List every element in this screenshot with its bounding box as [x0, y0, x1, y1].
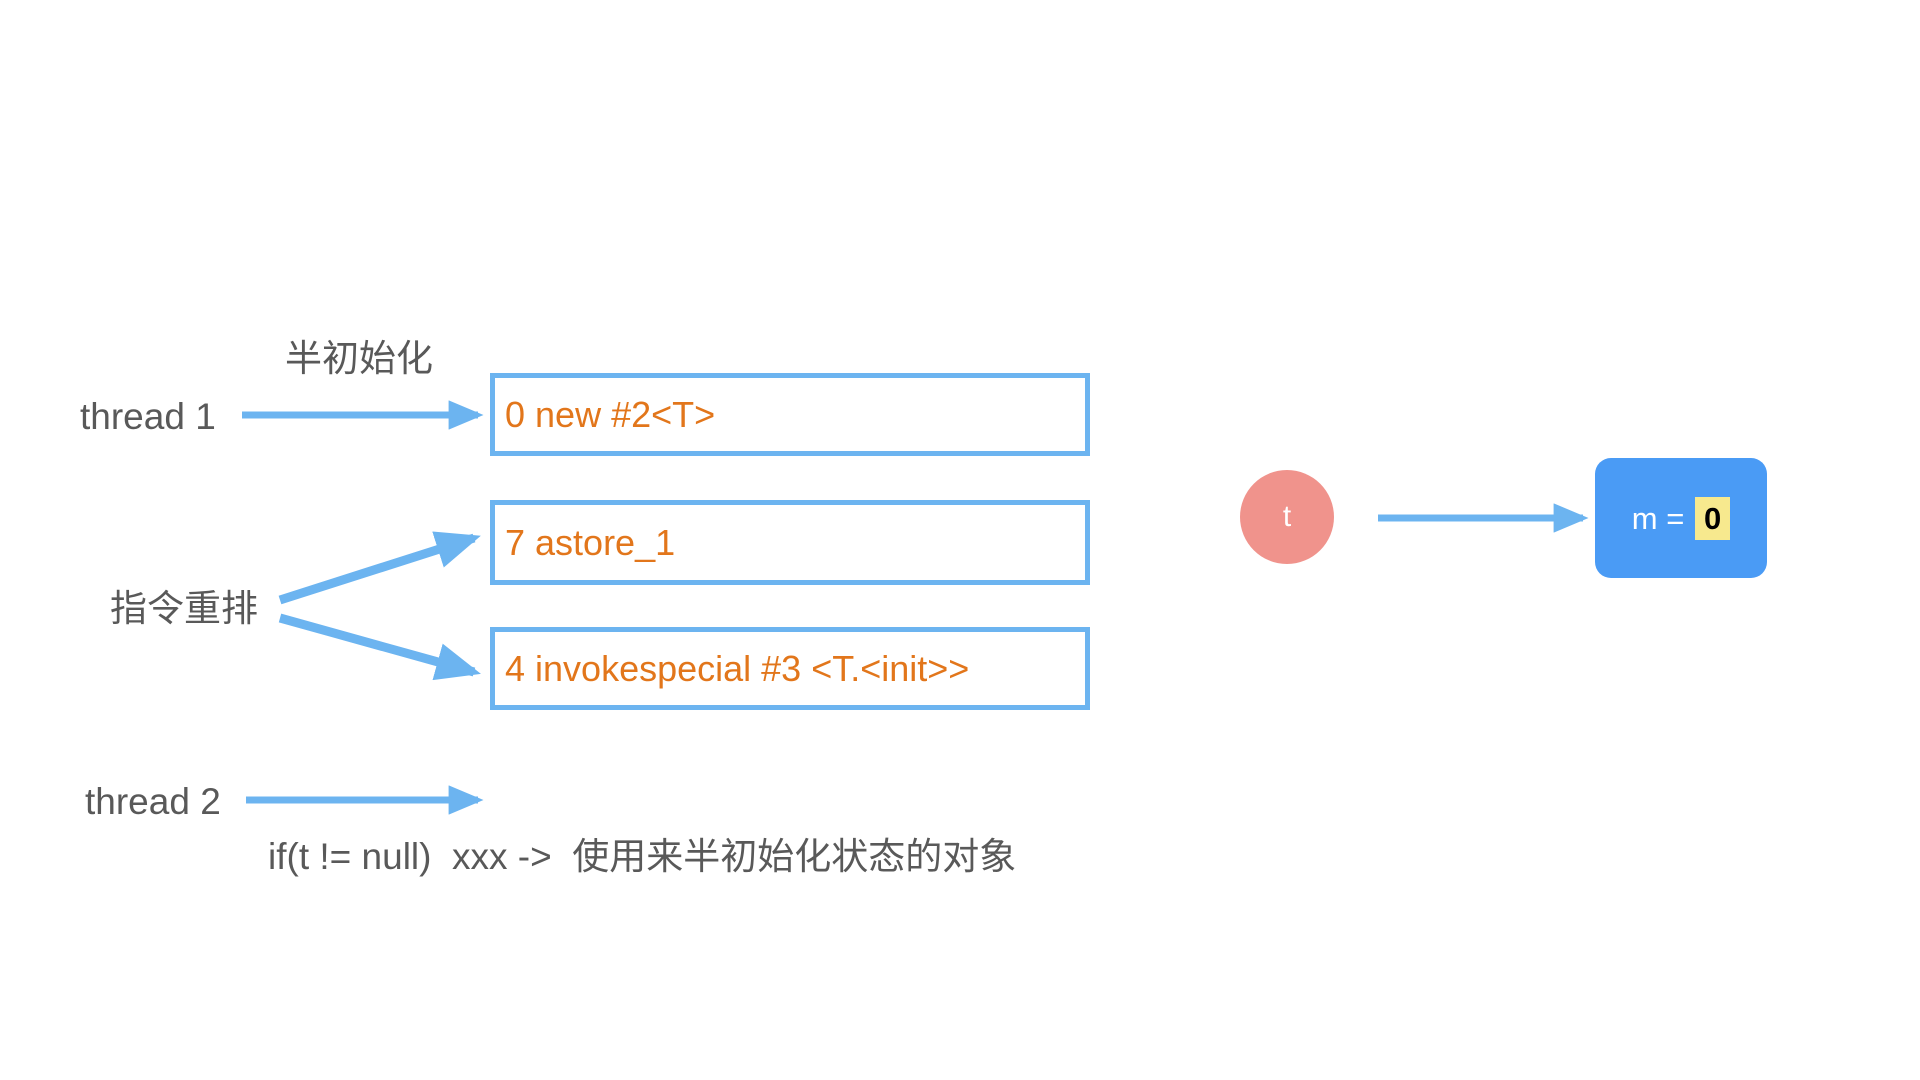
thread-2-label: thread 2	[85, 781, 221, 822]
object-field-value: 0	[1694, 496, 1731, 540]
instruction-box-new[interactable]: 0 new #2<T>	[490, 373, 1090, 456]
half-initialized-note: 半初始化	[285, 338, 433, 379]
object-node[interactable]: m = 0	[1595, 458, 1767, 578]
instruction-box-invokespecial[interactable]: 4 invokespecial #3 <T.<init>>	[490, 627, 1090, 710]
arrow-reorder-to-astore	[278, 531, 481, 605]
instruction-box-astore[interactable]: 7 astore_1	[490, 500, 1090, 585]
object-field-name: m =	[1631, 500, 1693, 536]
instruction-text-new: 0 new #2<T>	[505, 393, 716, 435]
object-field: m = 0	[1631, 496, 1731, 540]
reference-node-t[interactable]: t	[1240, 470, 1334, 564]
arrow-reorder-to-invokespecial	[278, 613, 481, 681]
bottom-usage-note: if(t != null) xxx -> 使用来半初始化状态的对象	[268, 836, 1017, 877]
thread-1-label: thread 1	[80, 396, 216, 437]
instruction-text-astore: 7 astore_1	[505, 521, 676, 563]
reference-node-label: t	[1282, 500, 1292, 533]
instruction-reorder-note: 指令重排	[110, 588, 258, 629]
instruction-text-invokespecial: 4 invokespecial #3 <T.<init>>	[505, 647, 970, 689]
